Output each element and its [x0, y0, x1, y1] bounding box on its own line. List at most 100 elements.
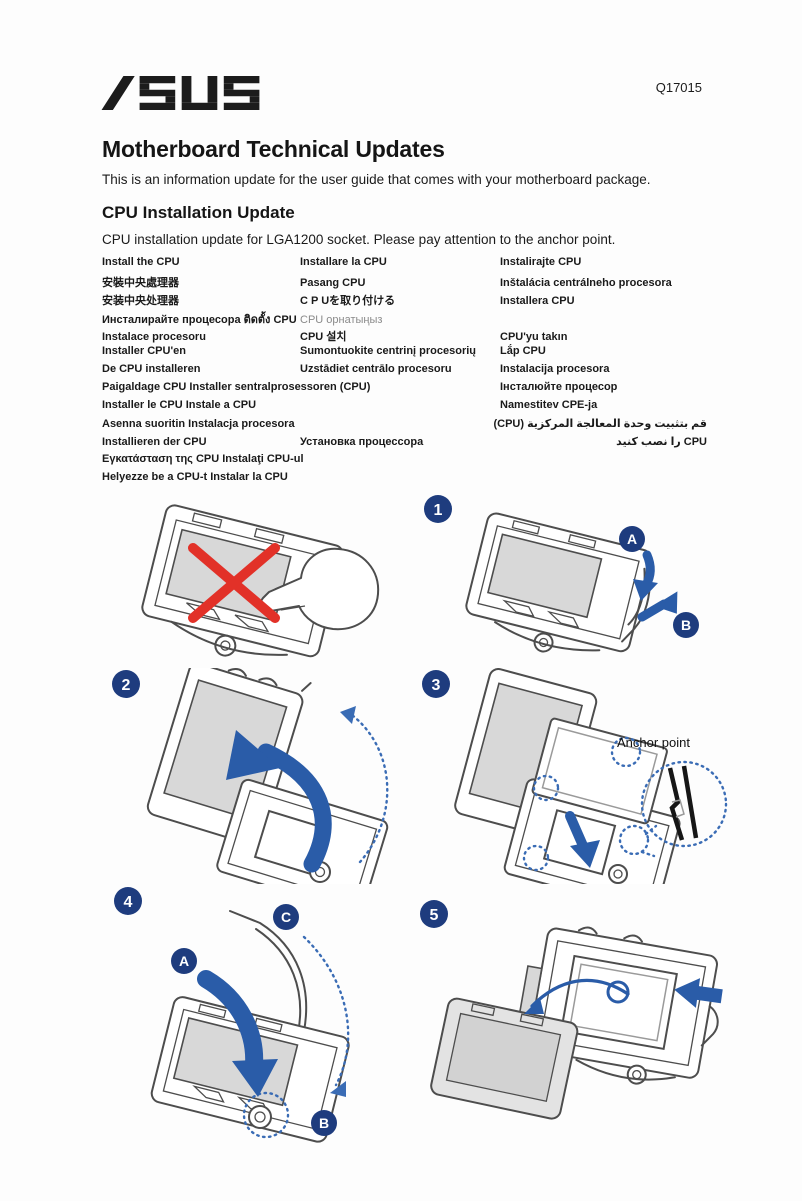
remove-curve-arrow-icon — [530, 978, 630, 1008]
callout-c-badge: C — [273, 904, 299, 930]
svg-text:5: 5 — [430, 907, 439, 924]
remove-curve-head-icon — [524, 998, 544, 1014]
anchor-point-label: Anchor point — [617, 735, 690, 750]
lang-col2: Installare la CPU — [300, 256, 387, 268]
language-list: Install the CPU Installare la CPU Instal… — [102, 256, 710, 489]
lang-col3: Instalirajte CPU — [500, 256, 582, 268]
page-intro: This is an information update for the us… — [102, 172, 651, 187]
lang-col3: Inštalácia centrálneho procesora — [500, 276, 672, 289]
insert-arrow-head-icon — [570, 840, 600, 868]
lang-col1: Installer le CPU Instale a CPU — [102, 399, 257, 412]
screw-icon — [248, 1105, 272, 1129]
lang-col1: Installieren der CPU — [102, 435, 207, 448]
language-row: Instalace procesoru CPU 설치 CPU'yu takın — [102, 328, 710, 346]
section-title: CPU Installation Update — [102, 203, 295, 222]
language-row: De CPU installeren Uzstādiet centrālo pr… — [102, 363, 710, 381]
lang-col2: Pasang CPU — [300, 276, 366, 289]
screw-icon — [608, 864, 628, 884]
lever-inner-icon — [255, 928, 302, 1034]
arrow-a-head-icon — [633, 579, 658, 601]
rotation-dotted-arc-icon — [346, 710, 389, 864]
lang-col2: CPU 설치 — [300, 330, 347, 343]
step-1-badge: 1 — [424, 495, 452, 523]
lang-col1: 安装中央处理器 — [102, 294, 179, 307]
lang-col2: C P Uを取り付ける — [300, 294, 396, 307]
anchor-dot-circle-4 — [618, 824, 650, 856]
lang-col3: CPU را نصب كنيد — [616, 435, 707, 448]
side-arrow-icon — [674, 978, 723, 1008]
svg-text:4: 4 — [124, 894, 133, 911]
lang-col1: Installer CPU'en — [102, 345, 186, 358]
language-row: Asenna suoritin Instalacja procesora قم … — [102, 417, 710, 435]
language-row: Инсталирайте процесора ติดตั้ง CPU CPU о… — [102, 310, 710, 328]
lang-col2: Sumontuokite centrinį procesorių — [300, 345, 477, 358]
step-4-badge: 4 — [114, 887, 142, 915]
lang-col3: قم بتثبيت وحدة المعالجة المركزية (CPU) — [493, 418, 707, 431]
figure-incorrect-method — [141, 504, 380, 658]
socket-base-illustration — [216, 778, 389, 884]
step-5-badge: 5 — [420, 900, 448, 928]
lang-col1: Instalace procesoru — [102, 330, 206, 343]
lang-col3: Installera CPU — [500, 294, 575, 307]
press-arrow-icon — [197, 970, 264, 1074]
language-row: 安装中央处理器 C P Uを取り付ける Installera CPU — [102, 292, 710, 310]
figure-step-4: A C B 4 — [114, 887, 350, 1143]
asus-logo — [101, 76, 260, 110]
svg-text:C: C — [281, 909, 291, 925]
callout-b-badge: B — [673, 612, 699, 638]
callout-a-badge: A — [171, 948, 197, 974]
screw-center-icon — [613, 869, 623, 879]
language-row: Paigaldage CPU Installer sentralprosesso… — [102, 381, 710, 399]
lang-col1: Install the CPU — [102, 256, 180, 268]
cpu-chip-illustration — [531, 717, 668, 825]
lang-col3: Instalacija procesora — [500, 363, 610, 376]
svg-text:3: 3 — [432, 677, 441, 694]
lang-col3: Інсталюйте процесор — [500, 381, 618, 394]
red-cross-icon — [188, 543, 280, 623]
lang-col1: De CPU installeren — [102, 363, 201, 376]
lang-col1: Asenna suoritin Instalacja procesora — [102, 418, 295, 431]
insert-arrow-icon — [565, 811, 589, 853]
callout-b-badge: B — [311, 1110, 337, 1136]
lang-col1: 安裝中央處理器 — [102, 276, 179, 289]
lang-col3: Namestitev CPE-ja — [500, 399, 598, 412]
pivot-ring-icon — [606, 980, 630, 1004]
screw-center-icon — [254, 1111, 266, 1123]
svg-text:B: B — [319, 1115, 329, 1131]
open-arrow-head-icon — [226, 730, 280, 780]
figure-step-1: A B 1 — [424, 495, 699, 653]
open-arrow-icon — [257, 743, 332, 873]
svg-text:2: 2 — [122, 677, 131, 694]
figure-step-2: 2 — [112, 668, 389, 884]
document-number: Q17015 — [655, 80, 702, 95]
language-row: 安裝中央處理器 Pasang CPU Inštalácia centrálneh… — [102, 274, 710, 292]
step-2-badge: 2 — [112, 670, 140, 698]
language-row: Εγκατάσταση της CPU Instalaţi CPU-ul — [102, 453, 710, 471]
lang-col2: Установка процессора — [300, 435, 424, 448]
language-row: Install the CPU Installare la CPU Instal… — [102, 256, 710, 274]
anchor-dot-circle-2 — [532, 774, 560, 802]
page-title: Motherboard Technical Updates — [102, 136, 445, 162]
lever-icon — [229, 910, 308, 1032]
svg-text:1: 1 — [434, 502, 443, 519]
language-row: Installer CPU'en Sumontuokite centrinį p… — [102, 345, 710, 363]
lang-col2: Uzstādiet centrālo procesoru — [300, 363, 452, 376]
lang-col1: Инсталирайте процесора ติดตั้ง CPU — [102, 313, 297, 326]
lang-col2: CPU орнатыңыз — [300, 313, 383, 326]
step-3-badge: 3 — [422, 670, 450, 698]
arrow-b-head-icon — [653, 591, 678, 614]
anchor-dot-circle-1 — [610, 736, 642, 768]
lang-col1: Εγκατάσταση της CPU Instalaţi CPU-ul — [102, 452, 304, 465]
svg-text:A: A — [179, 953, 189, 969]
language-row: Helyezze be a CPU-t Instalar la CPU — [102, 471, 710, 489]
callout-a-badge: A — [619, 526, 645, 552]
language-row: Installer le CPU Instale a CPU Namestite… — [102, 399, 710, 417]
section-intro: CPU installation update for LGA1200 sock… — [102, 232, 616, 247]
lang-col3: Lắp CPU — [500, 345, 546, 358]
svg-text:A: A — [627, 531, 637, 547]
anchor-point-magnifier — [640, 760, 728, 848]
press-arrow-head-icon — [232, 1059, 278, 1097]
arc-head-icon — [340, 706, 356, 724]
anchor-dot-circle-3 — [522, 844, 550, 872]
screw-highlight-circle — [242, 1091, 290, 1139]
